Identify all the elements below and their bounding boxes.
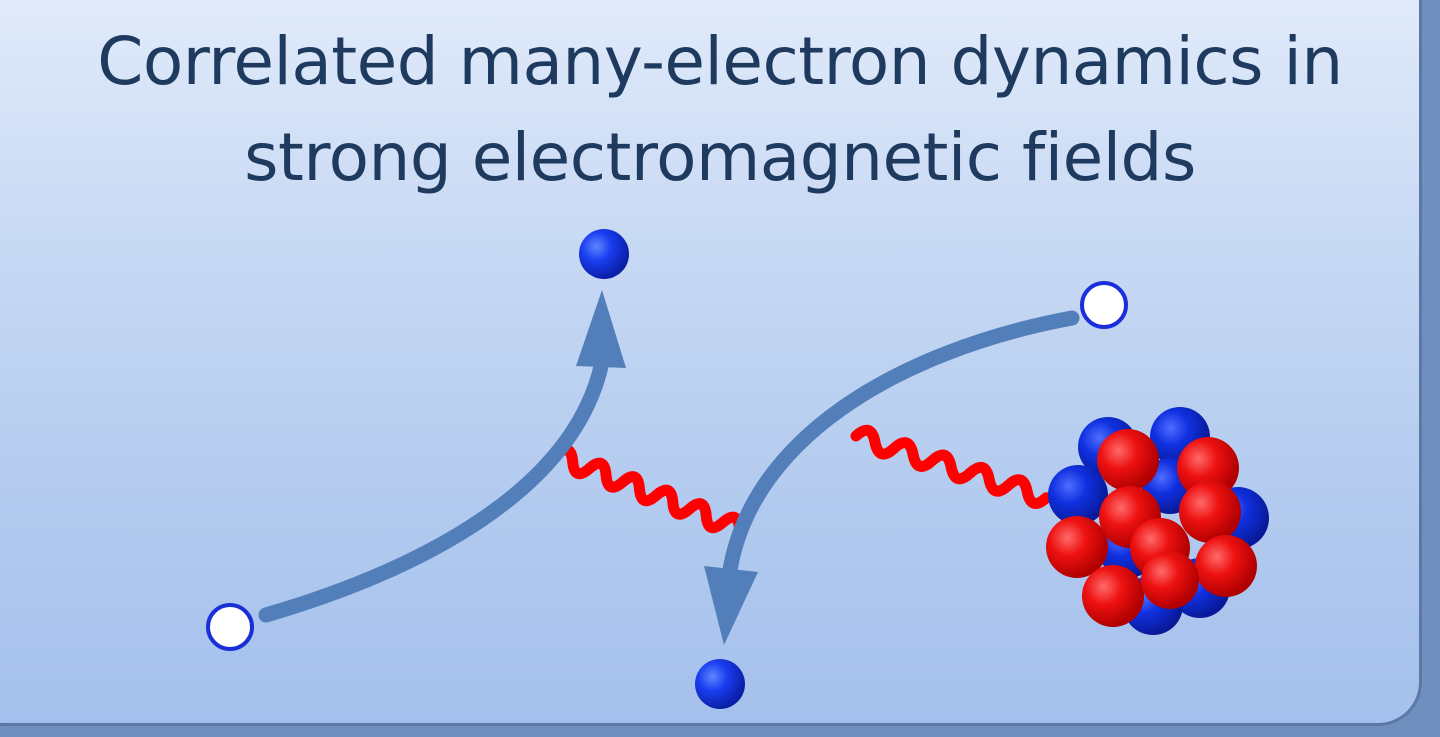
photon-wave-icon — [850, 424, 1052, 509]
slide-title: Correlated many-electron dynamics in str… — [0, 14, 1440, 206]
trajectory-arrowhead-icon — [576, 290, 626, 368]
trajectory-arrowhead-icon — [704, 566, 758, 645]
hole-icon — [1080, 281, 1128, 329]
title-line-2: strong electromagnetic fields — [244, 119, 1196, 196]
photon-wave-icon — [550, 444, 746, 535]
hole-icon — [206, 603, 254, 651]
trajectory-arrow-icon — [720, 310, 1080, 593]
title-line-1: Correlated many-electron dynamics in — [97, 23, 1343, 100]
trajectory-arrow-icon — [258, 354, 610, 623]
nucleus-icon — [1046, 407, 1269, 635]
electron-icon — [695, 659, 745, 709]
electron-icon — [579, 229, 629, 279]
